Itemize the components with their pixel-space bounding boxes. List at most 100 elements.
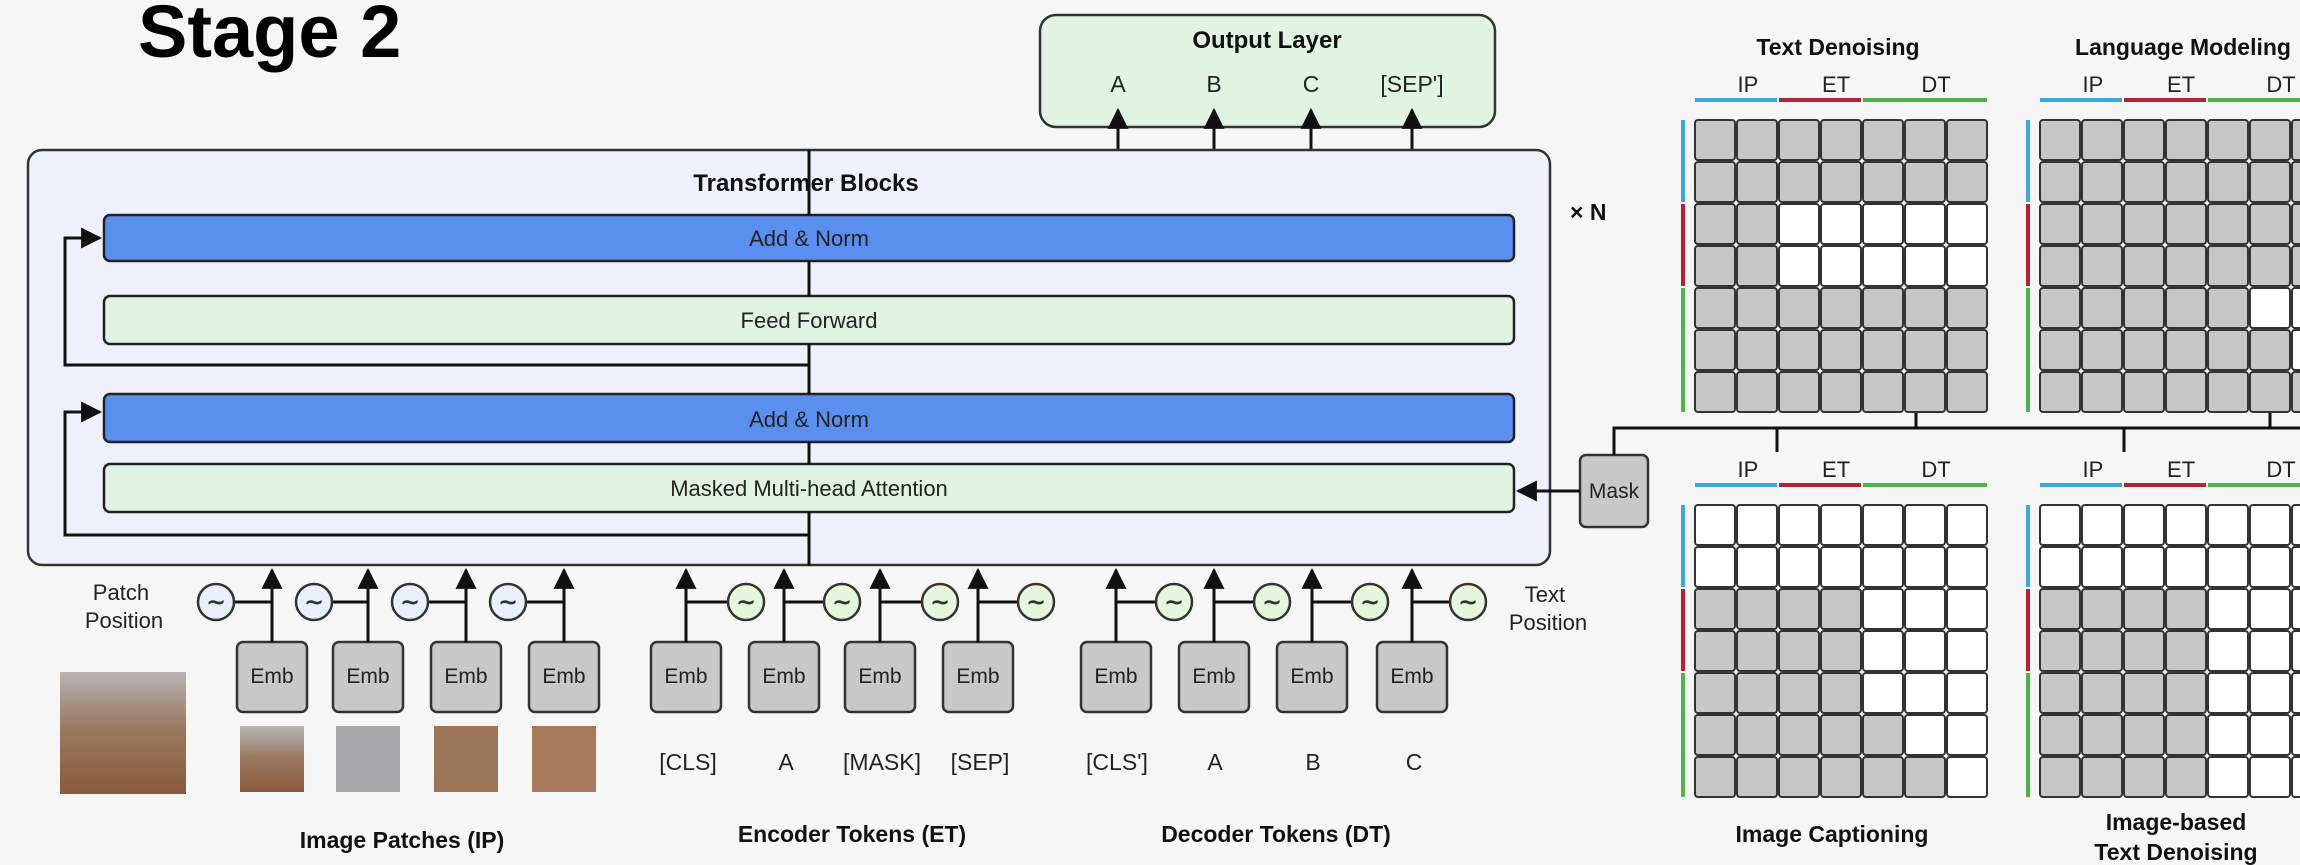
matrix-cell	[2123, 329, 2165, 371]
matrix-cell	[2123, 119, 2165, 161]
matrix-cell	[1694, 756, 1736, 798]
matrix-cell	[2039, 371, 2081, 413]
matrix-cell	[1778, 714, 1820, 756]
matrix-col-header: DT	[1921, 457, 1950, 482]
matrix-title: Image Captioning	[1736, 821, 1929, 847]
add-norm-label: Add & Norm	[749, 226, 869, 251]
decoder-token: [CLS']	[1086, 749, 1148, 775]
matrix-cell	[1946, 504, 1988, 546]
matrix-cell	[1946, 119, 1988, 161]
matrix-cell	[1694, 546, 1736, 588]
matrix-cell	[1694, 245, 1736, 287]
matrix-cell	[1778, 329, 1820, 371]
matrix-cell	[1778, 756, 1820, 798]
text-position-embedding	[1016, 582, 1056, 622]
patch-position-embedding	[294, 582, 334, 622]
matrix-cell	[2249, 630, 2291, 672]
matrix-cell	[2165, 329, 2207, 371]
matrix-cell	[1862, 756, 1904, 798]
source-image	[60, 672, 186, 794]
matrix-cell	[2039, 245, 2081, 287]
matrix-cell	[2291, 630, 2300, 672]
matrix-cell	[2207, 546, 2249, 588]
matrix-cell	[1904, 588, 1946, 630]
matrix-cell	[1904, 546, 1946, 588]
matrix-cell	[2081, 546, 2123, 588]
matrix-cell	[2249, 203, 2291, 245]
mask-label: Mask	[1589, 480, 1640, 503]
matrix-cell	[1862, 287, 1904, 329]
encoder-token: [MASK]	[843, 749, 921, 775]
matrix-cell	[2039, 630, 2081, 672]
decoder-token: C	[1406, 749, 1423, 775]
matrix-cell	[2291, 287, 2300, 329]
patch-position-embedding	[390, 582, 430, 622]
matrix-cell	[2291, 588, 2300, 630]
matrix-cell	[2123, 203, 2165, 245]
matrix-cell	[1904, 245, 1946, 287]
matrix-cell	[1778, 630, 1820, 672]
patch-position-embedding	[488, 582, 528, 622]
text-position-embedding	[1448, 582, 1488, 622]
matrix-cell	[1778, 504, 1820, 546]
matrix-cell	[2291, 714, 2300, 756]
matrix-cell	[1778, 119, 1820, 161]
matrix-cell	[1946, 329, 1988, 371]
matrix-cell	[2207, 161, 2249, 203]
output-layer-title: Output Layer	[1192, 27, 1341, 54]
matrix-cell	[1820, 371, 1862, 413]
matrix-cell	[2081, 119, 2123, 161]
encoder-tokens-label: Encoder Tokens (ET)	[738, 821, 966, 847]
matrix-cell	[2081, 672, 2123, 714]
matrix-cell	[1862, 504, 1904, 546]
matrix-cell	[2207, 329, 2249, 371]
matrix-col-header: DT	[1921, 72, 1950, 97]
matrix-cell	[2249, 714, 2291, 756]
matrix-cell	[2291, 119, 2300, 161]
matrix-col-header: ET	[2167, 72, 2195, 97]
matrix-cell	[1946, 630, 1988, 672]
matrix-cell	[2039, 504, 2081, 546]
matrix-cell	[2081, 588, 2123, 630]
matrix-cell	[2207, 714, 2249, 756]
position-tilde: ~	[736, 588, 756, 616]
matrix-cell	[2207, 287, 2249, 329]
matrix-cell	[1862, 714, 1904, 756]
position-tilde: ~	[1164, 588, 1184, 616]
encoder-token: [SEP]	[951, 749, 1010, 775]
matrix-col-header: DT	[2266, 457, 2295, 482]
matrix-title: Image-based	[2106, 809, 2247, 835]
matrix-cell	[2081, 329, 2123, 371]
emb-label: Emb	[1192, 665, 1235, 688]
matrix-cell	[2081, 161, 2123, 203]
patch-position-line: Patch	[93, 580, 149, 605]
matrix-title: Text Denoising	[1756, 34, 1919, 60]
matrix-cell	[1862, 203, 1904, 245]
image-patch-thumb	[336, 726, 400, 792]
matrix-cell	[1736, 588, 1778, 630]
text-position-embedding	[726, 582, 766, 622]
text-position-label: Text Position	[1509, 582, 1587, 635]
matrix-cell	[2123, 371, 2165, 413]
matrix-cell	[2123, 588, 2165, 630]
matrix-cell	[1820, 287, 1862, 329]
matrix-cell	[1736, 329, 1778, 371]
emb-label: Emb	[956, 665, 999, 688]
matrix-cell	[1862, 119, 1904, 161]
output-token: [SEP']	[1380, 71, 1443, 97]
matrix-cell	[1778, 287, 1820, 329]
matrix-cell	[1778, 245, 1820, 287]
matrix-title: Language Modeling	[2075, 34, 2291, 60]
matrix-cell	[2123, 630, 2165, 672]
emb-label: Emb	[1094, 665, 1137, 688]
matrix-cell	[1820, 756, 1862, 798]
matrix-cell	[2249, 371, 2291, 413]
matrix-cell	[1820, 161, 1862, 203]
matrix-cell	[2207, 630, 2249, 672]
matrix-cell	[2165, 630, 2207, 672]
matrix-cell	[1820, 672, 1862, 714]
matrix-cell	[2081, 504, 2123, 546]
matrix-cell	[2123, 546, 2165, 588]
